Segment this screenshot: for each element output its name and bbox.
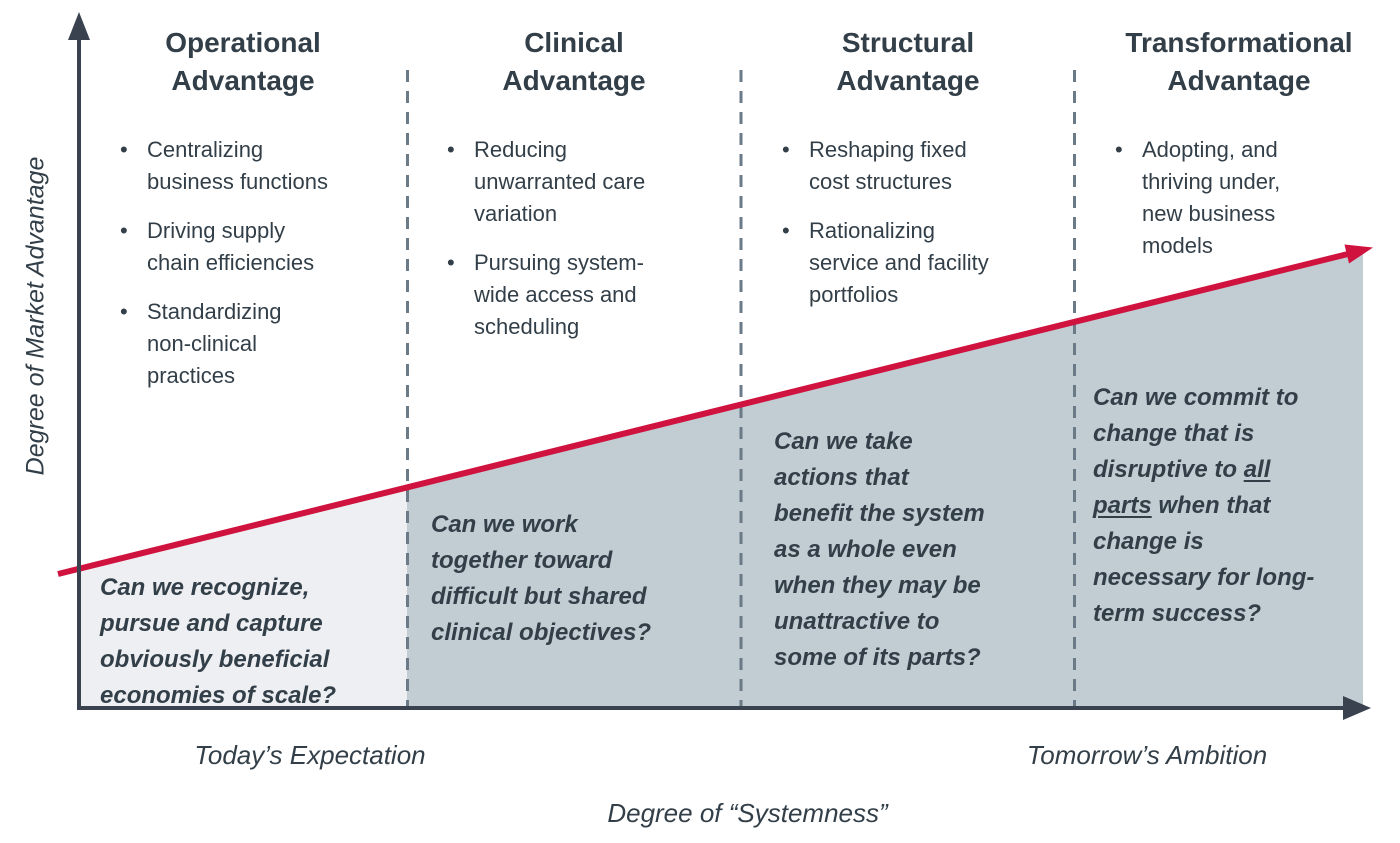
column-header-operational: Operational Advantage: [165, 27, 321, 96]
bullet-text: Driving supply chain efficiencies: [147, 218, 315, 275]
bullet-text: Centralizing business functions: [147, 137, 328, 194]
bullet-list-clinical: • Reducing unwarranted care variation • Pu…: [447, 134, 742, 360]
question-text-underlined: all parts: [1093, 456, 1271, 519]
bullet-text: Adopting, and thriving under, new busine…: [1142, 137, 1281, 258]
trend-arrow-line: [57, 250, 1351, 577]
bullet-item: • Reducing unwarranted care variation: [447, 134, 742, 230]
trend-arrowhead-icon: [1344, 244, 1373, 264]
bullet-item: • Pursuing system- wide access and schedu…: [447, 247, 742, 343]
question-text-pre: Can we commit to change that is disrupti…: [1093, 384, 1299, 483]
region-below-line-dark: [407, 251, 1363, 706]
x-axis-arrowhead-icon: [1343, 696, 1371, 720]
question-text-post: when that change is necessary for long- …: [1093, 492, 1315, 627]
bullet-item: • Standardizing non-clinical practices: [120, 296, 415, 392]
trend-arrow: [57, 244, 1373, 577]
bullet-list-operational: • Centralizing business functions • Drivin…: [120, 134, 415, 409]
bullet-icon: •: [120, 218, 128, 243]
bullet-icon: •: [782, 137, 790, 162]
bullet-text: Reshaping fixed cost structures: [809, 137, 967, 194]
question-clinical: Can we work together toward difficult bu…: [431, 511, 652, 646]
bullet-list-structural: • Reshaping fixed cost structures • Ration…: [782, 134, 1077, 328]
question-operational: Can we recognize, pursue and capture obv…: [100, 574, 337, 709]
column-dividers: [406, 70, 1076, 706]
bullet-item: • Centralizing business functions: [120, 134, 415, 198]
bullet-icon: •: [120, 137, 128, 162]
bullet-list-transformational: • Adopting, and thriving under, new busin…: [1115, 134, 1400, 279]
bullet-icon: •: [1115, 137, 1123, 162]
column-header-structural: Structural Advantage: [836, 27, 980, 96]
bullet-item: • Adopting, and thriving under, new busin…: [1115, 134, 1400, 262]
axes: [68, 12, 1371, 720]
x-axis-title: Degree of “Systemness”: [607, 798, 888, 828]
bullet-text: Rationalizing service and facility portf…: [809, 218, 989, 307]
bullet-icon: •: [447, 137, 455, 162]
question-structural: Can we take actions that benefit the sys…: [774, 428, 985, 671]
bullet-text: Pursuing system- wide access and schedul…: [474, 250, 644, 339]
x-axis-right-label: Tomorrow’s Ambition: [1026, 740, 1268, 770]
bullet-item: • Driving supply chain efficiencies: [120, 215, 415, 279]
bullet-icon: •: [120, 299, 128, 324]
bullet-icon: •: [447, 250, 455, 275]
bullet-item: • Reshaping fixed cost structures: [782, 134, 1077, 198]
column-header-transformational: Transformational Advantage: [1125, 27, 1353, 96]
column-header-clinical: Clinical Advantage: [502, 27, 646, 96]
bullet-text: Standardizing non-clinical practices: [147, 299, 282, 388]
y-axis-arrowhead-icon: [68, 12, 90, 40]
region-below-line-light: [79, 488, 407, 706]
bullet-item: • Rationalizing service and facility port…: [782, 215, 1077, 311]
bullet-text: Reducing unwarranted care variation: [474, 137, 646, 226]
question-transformational: Can we commit to change that is disrupti…: [1093, 380, 1393, 632]
y-axis-label: Degree of Market Advantage: [21, 156, 50, 476]
x-axis-left-label: Today’s Expectation: [194, 740, 426, 770]
bullet-icon: •: [782, 218, 790, 243]
